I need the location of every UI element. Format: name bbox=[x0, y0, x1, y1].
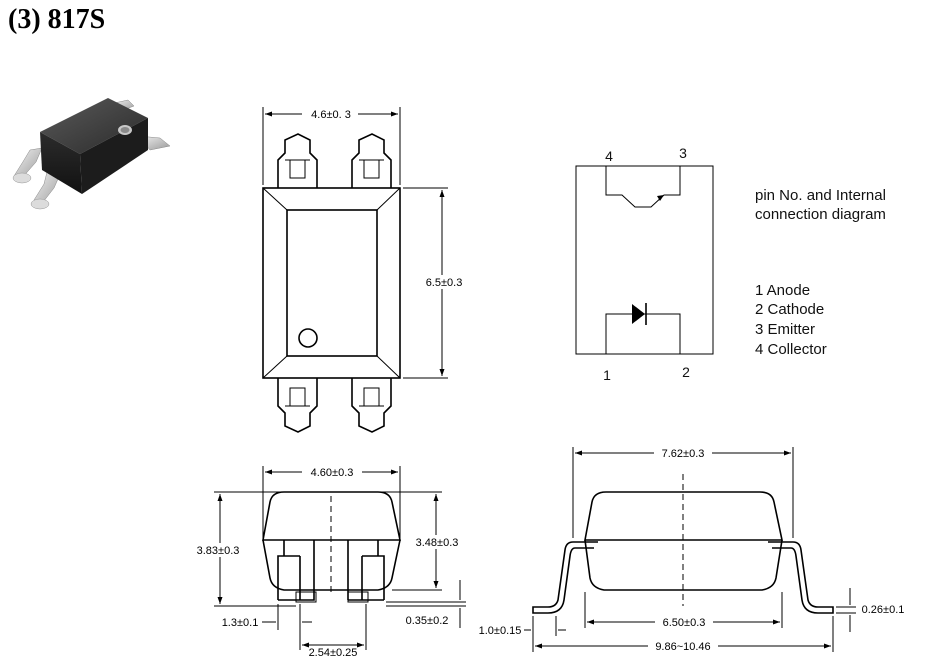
legend-heading-2: connection diagram bbox=[755, 206, 886, 223]
pitch-dim: 2.54±0.25 bbox=[309, 647, 358, 659]
side-view-right bbox=[524, 445, 856, 652]
top-view bbox=[262, 106, 468, 433]
legend-heading-1: pin No. and Internal bbox=[755, 187, 886, 204]
side-width-dim: 4.60±0.3 bbox=[311, 467, 354, 479]
body-height-dim: 3.48±0.3 bbox=[416, 537, 459, 549]
top-width-dim: 4.6±0. 3 bbox=[311, 109, 351, 121]
legend-pin-3: 3 Emitter bbox=[755, 321, 815, 338]
page-title: (3) 817S bbox=[8, 4, 106, 35]
overall-width-dim: 9.86~10.46 bbox=[655, 641, 710, 653]
pin-label-1: 1 bbox=[603, 367, 611, 383]
legend-pin-1: 1 Anode bbox=[755, 282, 810, 299]
schematic-diagram bbox=[575, 165, 714, 355]
lead-width-dim: 1.3±0.1 bbox=[222, 617, 259, 629]
top-height-dim: 6.5±0.3 bbox=[426, 277, 463, 289]
pin-label-3: 3 bbox=[679, 145, 687, 161]
legend-pin-2: 2 Cathode bbox=[755, 301, 824, 318]
pin-label-4: 4 bbox=[605, 148, 613, 164]
legend-pin-4: 4 Collector bbox=[755, 341, 827, 358]
inner-width-dim: 6.50±0.3 bbox=[663, 617, 706, 629]
side-view-left bbox=[190, 464, 466, 650]
foot-length-dim: 1.0±0.15 bbox=[479, 625, 522, 637]
pin-label-2: 2 bbox=[682, 364, 690, 380]
lead-thickness-dim: 0.35±0.2 bbox=[406, 615, 449, 627]
lead-height-dim: 0.26±0.1 bbox=[862, 604, 905, 616]
product-photo bbox=[12, 98, 171, 210]
total-height-dim: 3.83±0.3 bbox=[197, 545, 240, 557]
body-width-dim: 7.62±0.3 bbox=[662, 448, 705, 460]
